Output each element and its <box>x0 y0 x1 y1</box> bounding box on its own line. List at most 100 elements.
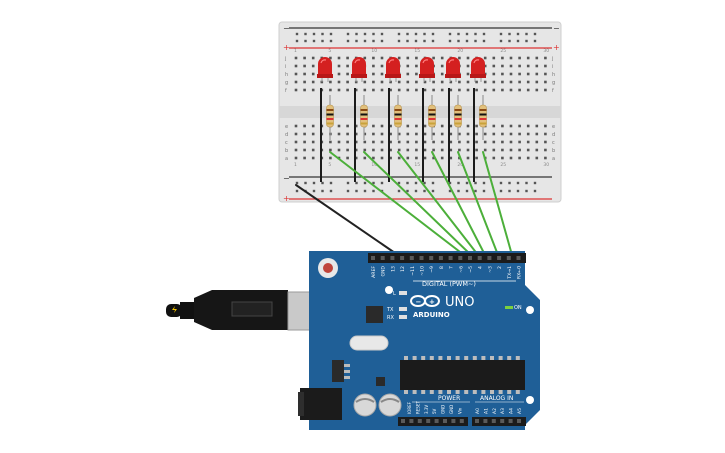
signal-wire[interactable] <box>329 151 465 256</box>
breadboard-hole <box>415 64 418 68</box>
breadboard-hole <box>337 140 341 144</box>
header-pin[interactable] <box>380 256 385 260</box>
header-pin[interactable] <box>400 256 405 260</box>
red-led[interactable] <box>351 57 367 82</box>
digital-label: DIGITAL (PWM~) <box>422 280 476 288</box>
reset-button[interactable] <box>323 263 333 273</box>
rail-hole <box>397 39 401 43</box>
header-pin[interactable] <box>390 256 395 260</box>
red-led[interactable] <box>470 57 486 82</box>
header-pin[interactable] <box>517 419 521 423</box>
header-pin[interactable] <box>409 419 414 423</box>
signal-wire[interactable] <box>397 151 479 256</box>
breadboard-hole <box>311 124 315 128</box>
header-pin[interactable] <box>506 256 511 260</box>
rail-hole <box>457 32 460 36</box>
breadboard-hole <box>518 80 521 84</box>
rail-hole <box>363 181 367 185</box>
signal-wire[interactable] <box>363 151 472 256</box>
ground-wire[interactable] <box>295 184 396 254</box>
usb-cable[interactable] <box>166 290 323 331</box>
header-pin[interactable] <box>434 419 439 423</box>
resistor[interactable] <box>428 104 436 128</box>
header-pin[interactable] <box>497 256 502 260</box>
header-pin[interactable] <box>508 419 513 423</box>
resistor[interactable] <box>479 104 487 128</box>
breadboard-hole <box>492 80 496 84</box>
resistor[interactable] <box>360 104 368 128</box>
signal-wire[interactable] <box>457 151 499 256</box>
header-pin[interactable] <box>477 256 482 260</box>
rail-hole <box>431 32 435 36</box>
header-pin[interactable] <box>451 419 456 423</box>
rail-hole <box>465 32 469 36</box>
digital-pin-label: 4 <box>478 266 484 269</box>
header-pin[interactable] <box>468 256 472 260</box>
breadboard-hole <box>311 156 315 160</box>
breadboard-hole <box>311 148 315 152</box>
rail-hole <box>295 181 299 185</box>
breadboard-hole <box>372 64 375 68</box>
header-pin[interactable] <box>448 256 453 260</box>
column-number: 20 <box>457 48 463 54</box>
row-letter: c <box>552 140 555 146</box>
breadboard-hole <box>329 156 332 160</box>
breadboard-hole <box>440 156 444 160</box>
header-pin[interactable] <box>516 256 521 260</box>
header-pin[interactable] <box>426 419 431 423</box>
header-pin[interactable] <box>438 256 443 260</box>
breadboard-hole <box>346 156 349 160</box>
rail-hole <box>372 32 375 36</box>
row-letter: b <box>285 148 288 154</box>
red-led[interactable] <box>317 57 333 82</box>
breadboard-hole <box>526 88 530 92</box>
header-pin[interactable] <box>409 256 414 260</box>
breadboard-hole <box>544 88 547 92</box>
rail-hole <box>431 189 435 193</box>
header-pin[interactable] <box>417 419 422 423</box>
header-pin[interactable] <box>475 419 479 423</box>
breadboard-hole <box>458 148 461 152</box>
breadboard-hole <box>475 132 478 136</box>
rail-hole <box>533 181 537 185</box>
signal-wire[interactable] <box>482 151 513 256</box>
breadboard-hole <box>346 124 349 128</box>
breadboard-hole <box>475 80 478 84</box>
rail-minus-label-bottom: − <box>283 174 290 183</box>
rail-hole <box>295 189 299 193</box>
red-led[interactable] <box>445 57 461 82</box>
rail-plus-label-right: + <box>553 43 560 52</box>
breadboard-hole <box>518 64 521 68</box>
header-pin[interactable] <box>419 256 424 260</box>
atmega-chip <box>400 360 525 390</box>
header-pin[interactable] <box>401 419 405 423</box>
digital-pin-label: 8 <box>439 266 445 269</box>
digital-header-pins <box>371 256 521 260</box>
header-pin[interactable] <box>487 256 492 260</box>
breadboard-hole <box>380 132 384 136</box>
rail-hole <box>457 181 460 185</box>
resistor[interactable] <box>454 104 462 128</box>
signal-wire[interactable] <box>431 151 486 256</box>
rail-hole <box>516 39 520 43</box>
breadboard-hole <box>449 132 453 136</box>
breadboard-hole <box>294 56 298 60</box>
header-pin[interactable] <box>459 419 464 423</box>
red-led[interactable] <box>385 57 401 82</box>
breadboard-hole <box>509 148 513 152</box>
header-pin[interactable] <box>500 419 505 423</box>
header-pin[interactable] <box>458 256 463 260</box>
header-pin[interactable] <box>371 256 375 260</box>
header-pin[interactable] <box>429 256 434 260</box>
resistor[interactable] <box>394 104 402 128</box>
breadboard-hole <box>544 64 547 68</box>
red-led[interactable] <box>419 57 435 82</box>
header-pin[interactable] <box>483 419 488 423</box>
header-pin[interactable] <box>491 419 496 423</box>
rail-hole <box>346 181 350 185</box>
resistor[interactable] <box>326 104 334 128</box>
header-pin[interactable] <box>443 419 447 423</box>
